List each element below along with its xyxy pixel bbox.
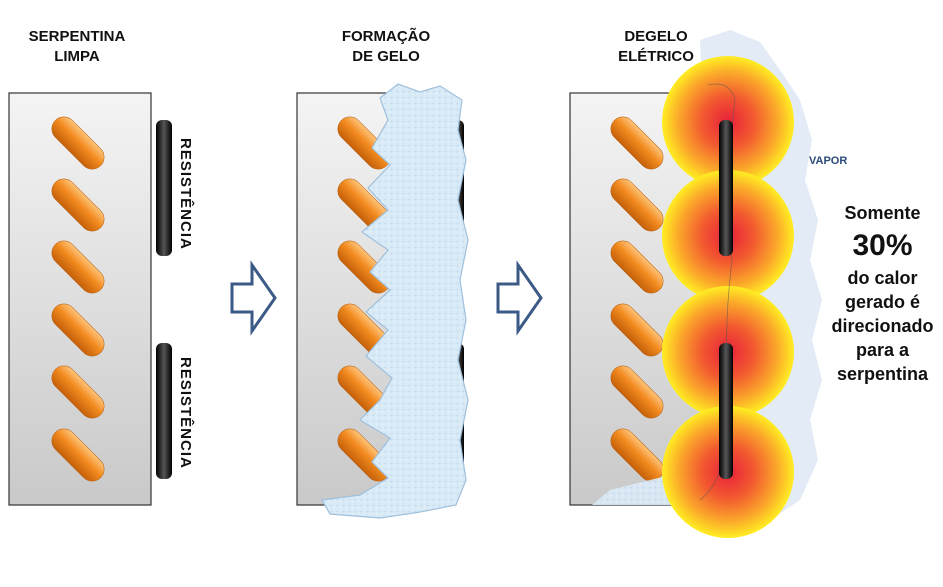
resistor-bar: [156, 343, 172, 479]
vapor-label: VAPOR: [809, 155, 848, 167]
panel-title-electric-defrost: DEGELO ELÉTRICO: [576, 27, 736, 67]
panel-title-ice-formation: FORMAÇÃO DE GELO: [306, 27, 466, 67]
note-line: Somente: [844, 203, 921, 223]
resistor-label: RESISTÊNCIA: [177, 138, 194, 250]
note-line: serpentina: [836, 364, 929, 384]
title-line: SERPENTINA: [28, 28, 126, 45]
title-line: ELÉTRICO: [618, 48, 694, 65]
right-arrow-icon: [496, 260, 543, 336]
panel-ice-formation: [296, 83, 469, 519]
heat-efficiency-note: Somente 30% do calor gerado é direcionad…: [820, 200, 943, 386]
panel-clean-coil: [8, 92, 172, 506]
note-line: direcionado: [831, 316, 934, 336]
resistor-bar: [156, 120, 172, 256]
note-line: gerado é: [844, 292, 921, 312]
panel-title-clean-coil: SERPENTINA LIMPA: [0, 27, 157, 67]
title-line: DE GELO: [352, 48, 420, 65]
ice-layer: [321, 83, 469, 519]
right-arrow-icon: [230, 260, 277, 336]
resistor-bar: [719, 120, 733, 256]
title-line: LIMPA: [54, 48, 100, 65]
title-line: DEGELO: [624, 28, 688, 45]
resistor-label: RESISTÊNCIA: [177, 357, 194, 469]
note-line: para a: [855, 340, 910, 360]
note-line: do calor: [847, 268, 918, 288]
title-line: FORMAÇÃO: [341, 28, 431, 45]
note-percent: 30%: [852, 229, 913, 262]
resistor-bar: [719, 343, 733, 479]
panel-electric-defrost: [569, 30, 822, 538]
